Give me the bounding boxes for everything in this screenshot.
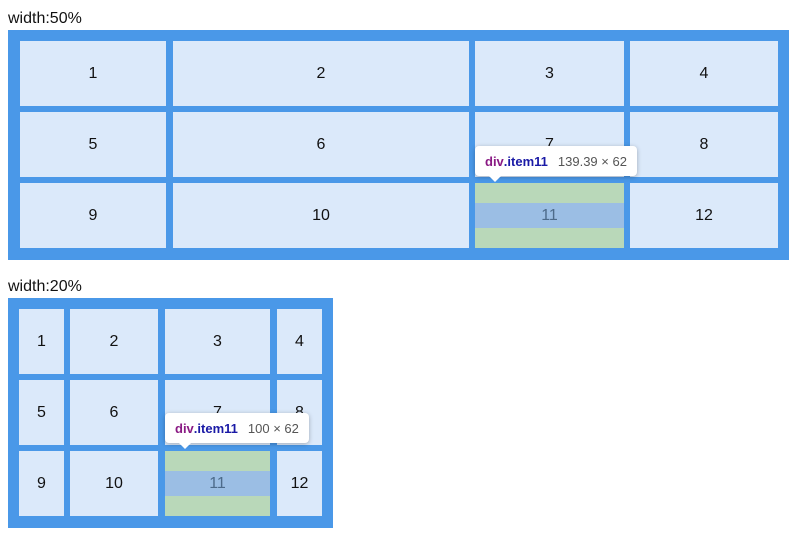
tooltip-class: .item11 [193,420,238,436]
devtools-inspect-tooltip: div.item11 100 × 62 [165,413,309,449]
tooltip-arrow [179,443,191,449]
tooltip-tag: div [175,420,194,436]
devtools-inspect-tooltip: div.item11 139.39 × 62 [475,146,637,182]
section-label-50: width:50% [8,10,82,27]
grid-item-1: 1 [20,41,166,106]
grid-item-10: 10 [173,183,469,248]
grid-item-11-highlighted[interactable]: 11 [165,451,270,516]
grid-item-2: 2 [70,309,158,374]
tooltip-dimensions: 100 × 62 [247,420,299,436]
tooltip-class: .item11 [503,153,548,169]
grid-item-12: 12 [277,451,322,516]
grid-item-2: 2 [173,41,469,106]
grid-item-6: 6 [70,380,158,445]
tooltip-dimensions: 139.39 × 62 [557,153,627,169]
grid-item-5: 5 [20,112,166,177]
grid-item-11-highlighted[interactable]: 11 [475,183,624,248]
section-label-20: width:20% [8,278,82,295]
grid-container-20: 1 2 3 4 5 6 7 8 9 10 11 12 [8,298,333,528]
tooltip-arrow [489,176,501,182]
grid-item-5: 5 [19,380,64,445]
grid-item-9: 9 [19,451,64,516]
grid-item-10: 10 [70,451,158,516]
grid-item-9: 9 [20,183,166,248]
grid-container-50: 1 2 3 4 5 6 7 8 9 10 11 12 [8,30,789,260]
grid-item-4: 4 [277,309,322,374]
tooltip-tag: div [485,153,504,169]
grid-item-6: 6 [173,112,469,177]
grid-item-3: 3 [165,309,270,374]
grid-item-8: 8 [630,112,778,177]
grid-item-12: 12 [630,183,778,248]
grid-item-3: 3 [475,41,624,106]
grid-item-1: 1 [19,309,64,374]
grid-item-4: 4 [630,41,778,106]
